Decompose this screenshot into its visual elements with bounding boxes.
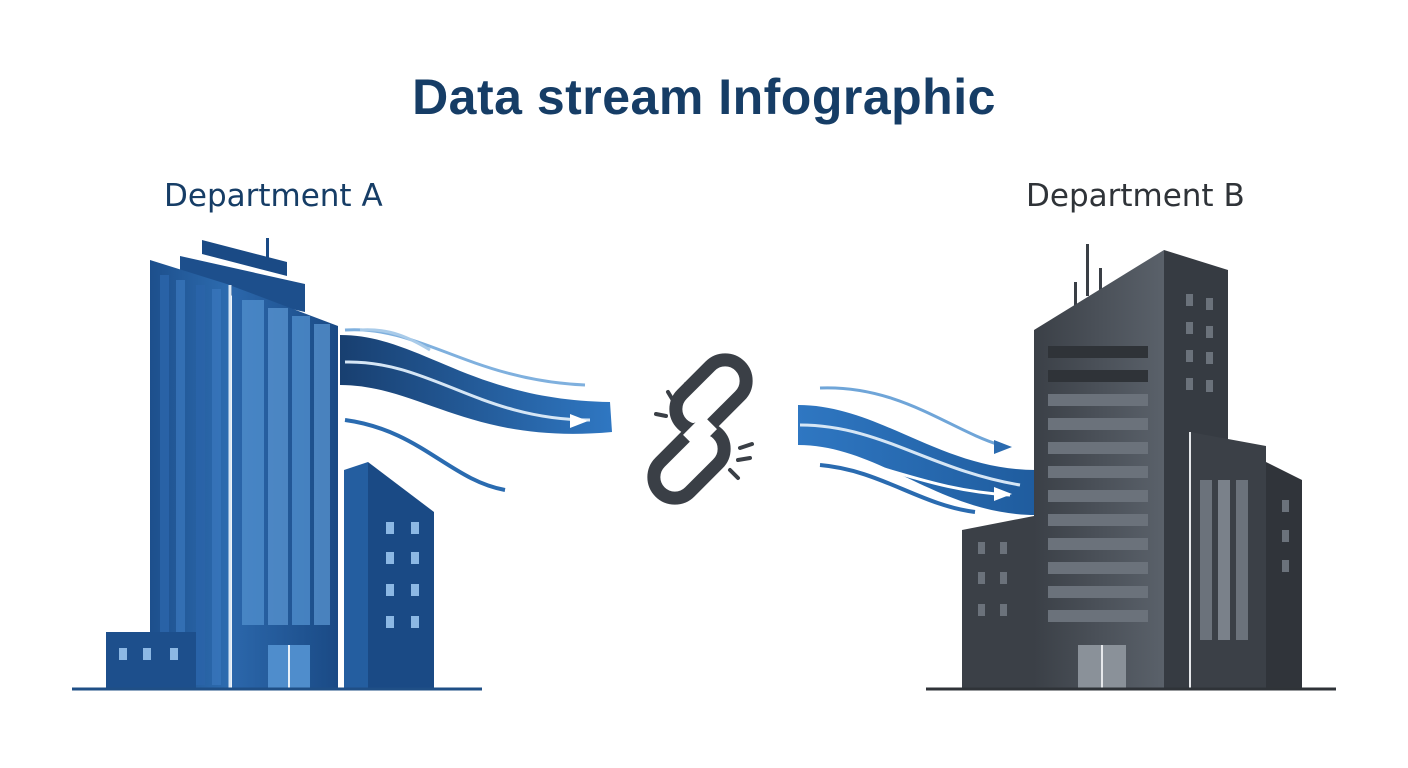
infographic-title: Data stream Infographic <box>412 69 996 125</box>
department-b-label: Department B <box>1026 178 1245 214</box>
arrow-right-icon <box>994 487 1012 501</box>
arrow-right-icon <box>994 440 1012 454</box>
department-a-building <box>106 238 434 690</box>
arrow-right-icon <box>570 414 588 428</box>
department-b-building <box>962 244 1302 690</box>
data-stream-outgoing <box>340 328 612 492</box>
broken-chain-link-icon <box>647 353 754 505</box>
data-stream-incoming <box>798 386 1036 515</box>
arrow-right-icon <box>588 438 606 452</box>
department-a-label: Department A <box>164 178 383 214</box>
